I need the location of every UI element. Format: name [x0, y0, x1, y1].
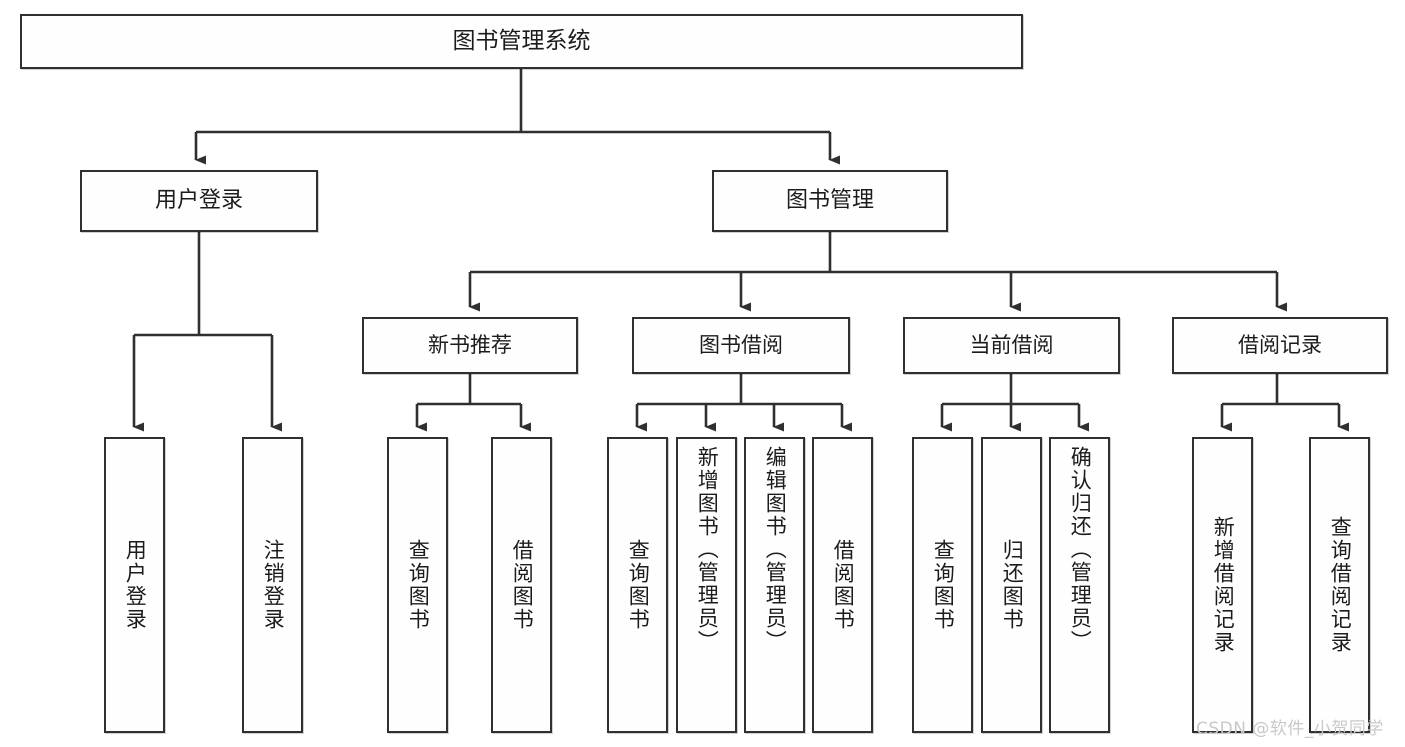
node-user-login-label: 用户登录 — [154, 187, 243, 213]
node-leaf-user-login-label: 用户登录 — [123, 539, 148, 631]
node-leaf-logout-label: 注销登录 — [261, 539, 286, 631]
node-book-manage-label: 图书管理 — [785, 187, 874, 213]
node-leaf-query-book-3-label: 查询图书 — [931, 539, 956, 631]
node-leaf-borrow-book-2[interactable]: 借阅图书 — [812, 437, 873, 733]
node-leaf-user-login[interactable]: 用户登录 — [104, 437, 165, 733]
node-leaf-query-book-1[interactable]: 查询图书 — [387, 437, 448, 733]
node-leaf-edit-book[interactable]: 编辑图书（管理员） — [744, 437, 805, 733]
node-leaf-query-book-3[interactable]: 查询图书 — [912, 437, 973, 733]
node-leaf-query-record[interactable]: 查询借阅记录 — [1309, 437, 1370, 733]
node-leaf-logout[interactable]: 注销登录 — [242, 437, 303, 733]
node-leaf-add-book[interactable]: 新增图书（管理员） — [676, 437, 737, 733]
node-leaf-return-book[interactable]: 归还图书 — [981, 437, 1042, 733]
node-leaf-query-book-2[interactable]: 查询图书 — [607, 437, 668, 733]
node-leaf-borrow-book-1[interactable]: 借阅图书 — [491, 437, 552, 733]
node-borrow-record-label: 借阅记录 — [1238, 332, 1322, 357]
node-book-borrow-label: 图书借阅 — [699, 332, 783, 357]
node-leaf-borrow-book-2-label: 借阅图书 — [831, 539, 856, 631]
node-leaf-borrow-book-1-label: 借阅图书 — [510, 539, 535, 631]
node-new-book-rec[interactable]: 新书推荐 — [362, 317, 578, 374]
node-leaf-query-book-1-label: 查询图书 — [406, 539, 431, 631]
node-current-borrow-label: 当前借阅 — [969, 332, 1054, 357]
node-leaf-add-book-label: 新增图书（管理员） — [695, 446, 720, 653]
node-root[interactable]: 图书管理系统 — [20, 14, 1023, 69]
node-leaf-confirm-return[interactable]: 确认归还（管理员） — [1049, 437, 1110, 733]
node-borrow-record[interactable]: 借阅记录 — [1172, 317, 1388, 374]
node-leaf-edit-book-label: 编辑图书（管理员） — [763, 446, 788, 653]
node-new-book-rec-label: 新书推荐 — [428, 332, 512, 357]
node-leaf-confirm-return-label: 确认归还（管理员） — [1068, 446, 1093, 653]
node-user-login[interactable]: 用户登录 — [80, 170, 318, 232]
node-current-borrow[interactable]: 当前借阅 — [903, 317, 1120, 374]
node-leaf-add-record[interactable]: 新增借阅记录 — [1192, 437, 1253, 733]
node-root-label: 图书管理系统 — [452, 28, 591, 55]
node-leaf-query-record-label: 查询借阅记录 — [1328, 516, 1353, 654]
node-book-borrow[interactable]: 图书借阅 — [632, 317, 850, 374]
node-book-manage[interactable]: 图书管理 — [712, 170, 948, 232]
node-leaf-query-book-2-label: 查询图书 — [626, 539, 651, 631]
node-leaf-return-book-label: 归还图书 — [1000, 539, 1025, 631]
node-leaf-add-record-label: 新增借阅记录 — [1211, 516, 1236, 654]
